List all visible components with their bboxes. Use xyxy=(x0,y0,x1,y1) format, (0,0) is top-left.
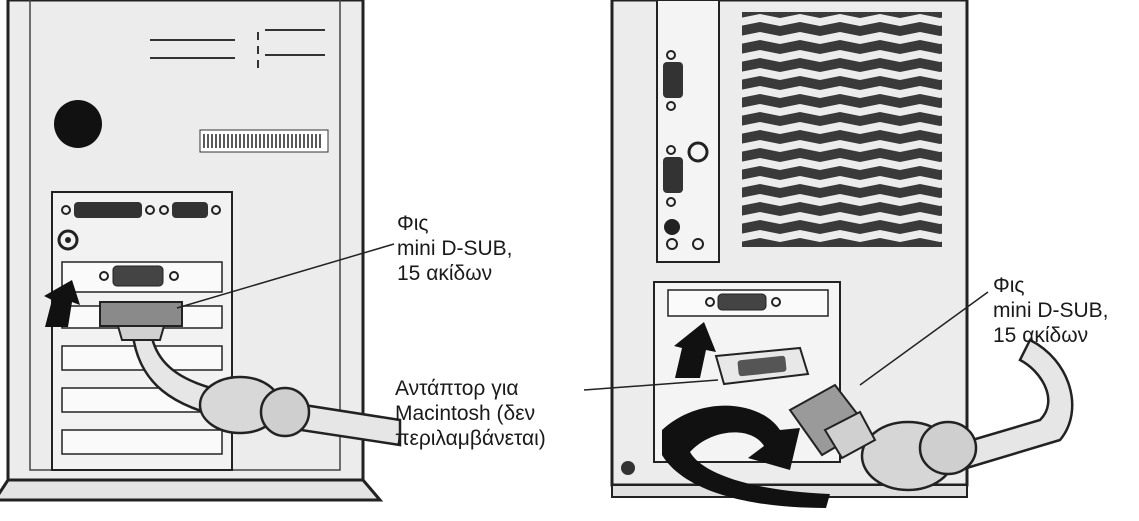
label-line: Φις xyxy=(397,212,429,235)
label-connector-right: Φις mini D-SUB, 15 ακίδων xyxy=(993,273,1109,348)
label-line: 15 ακίδων xyxy=(993,324,1089,347)
power-hole-icon xyxy=(54,100,102,148)
vga-cable-left xyxy=(99,301,402,447)
leader-line-left xyxy=(176,243,395,309)
label-line: Αντάπτορ για xyxy=(395,377,519,400)
label-line: 15 ακίδων xyxy=(397,262,493,285)
vent-grille xyxy=(742,12,942,247)
label-adapter: Αντάπτορ για Macintosh (δεν περιλαμβάνετ… xyxy=(395,376,546,451)
insert-arrow-icon xyxy=(44,280,80,327)
mac-tower-right xyxy=(610,0,969,498)
leader-line-adapter xyxy=(583,379,719,391)
label-line: mini D-SUB, xyxy=(993,299,1109,322)
label-connector-left: Φις mini D-SUB, 15 ακίδων xyxy=(397,211,513,286)
label-line: Macintosh (δεν xyxy=(395,402,536,425)
label-line: Φις xyxy=(993,274,1025,297)
insert-arrow-small-icon xyxy=(674,322,716,378)
label-line: περιλαμβάνεται) xyxy=(395,427,546,450)
vga-cable-right xyxy=(788,338,1074,492)
label-line: mini D-SUB, xyxy=(397,237,513,260)
insert-arrow-large-icon xyxy=(662,405,830,508)
leader-line-right xyxy=(859,291,989,386)
